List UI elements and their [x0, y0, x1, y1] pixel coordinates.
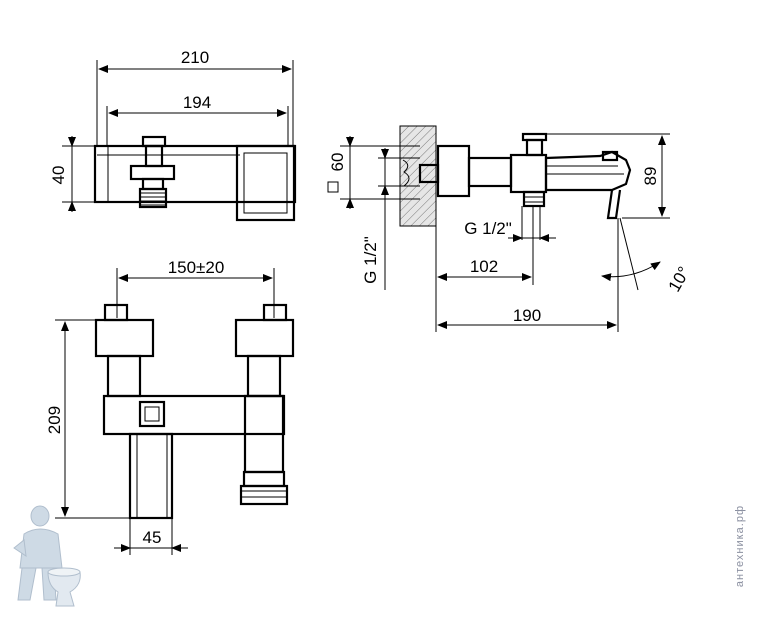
dim-side-wall: 60 [328, 153, 347, 172]
dim-top-inner: 194 [183, 93, 211, 112]
front-knob [138, 400, 166, 428]
dim-front-spout: 45 [143, 528, 162, 547]
front-view: 150±20 209 45 [45, 258, 295, 555]
dim-side-total: 190 [513, 306, 541, 325]
dim-top-width: 210 [181, 48, 209, 67]
watermark-text: антехника.рф [734, 505, 746, 588]
front-body [102, 394, 286, 436]
top-view: 210 194 40 [49, 48, 297, 222]
plumber-mascot-logo [13, 505, 81, 607]
dim-side-height: 89 [641, 167, 660, 186]
dim-front-height: 209 [45, 406, 64, 434]
dim-side-thread-horizontal: G 1/2" [464, 219, 512, 238]
side-view: 60 G 1/2" G 1/2" 89 [327, 125, 694, 332]
dim-side-thread-vertical: G 1/2" [361, 236, 380, 284]
dim-side-angle: 10° [665, 263, 694, 295]
dim-front-spacing: 150±20 [168, 258, 225, 277]
wall-section [399, 125, 437, 227]
top-body [93, 144, 297, 204]
dim-top-height: 40 [49, 166, 68, 185]
dim-side-depth: 102 [470, 257, 498, 276]
top-handle [235, 144, 296, 222]
front-spout [128, 432, 174, 520]
square-symbol [327, 181, 339, 193]
